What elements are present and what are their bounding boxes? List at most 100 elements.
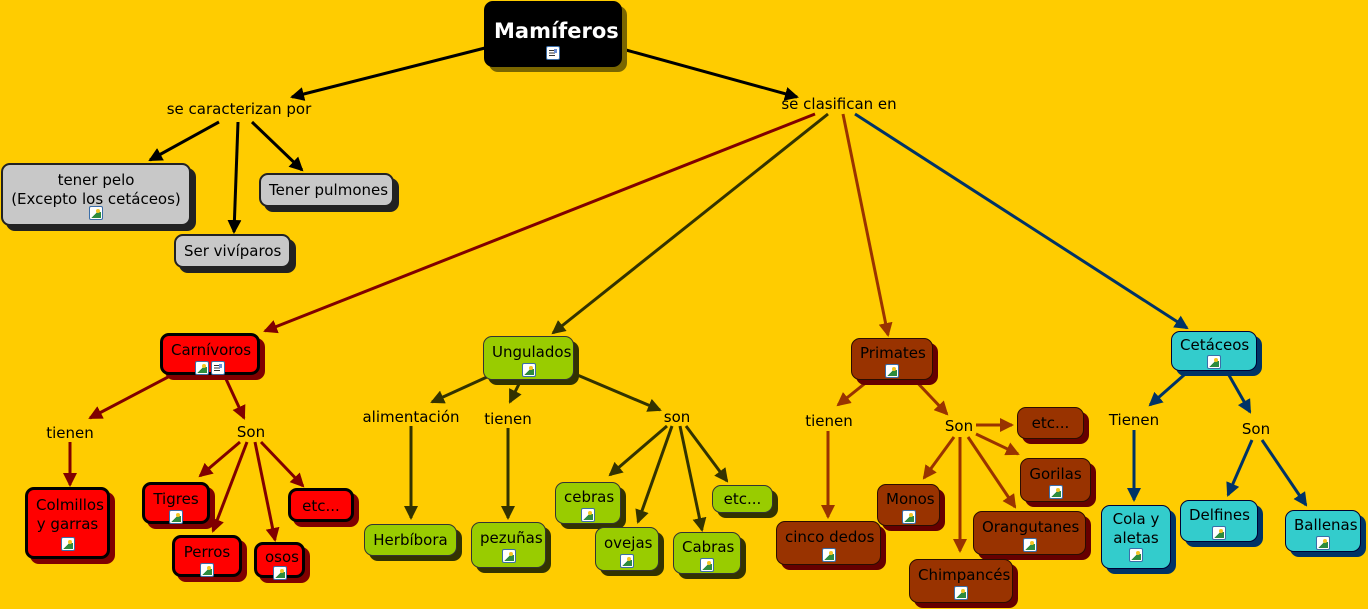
image-icon[interactable] xyxy=(169,510,183,524)
node-cola-aletas[interactable]: Cola y aletas xyxy=(1101,505,1171,569)
connection-line xyxy=(259,440,305,488)
image-icon[interactable] xyxy=(521,363,536,377)
document-icon[interactable] xyxy=(546,46,560,60)
connection-line xyxy=(1226,439,1254,497)
node-text: aletas xyxy=(1113,529,1159,547)
node-herbibora[interactable]: Herbíbora xyxy=(364,524,457,556)
image-icon[interactable] xyxy=(1129,548,1143,562)
node-orangutanes[interactable]: Orangutanes xyxy=(973,511,1086,555)
image-icon[interactable] xyxy=(581,508,595,522)
connection-line xyxy=(253,441,280,542)
connection-line xyxy=(430,375,488,404)
connection-line xyxy=(635,425,674,524)
link-to-hair xyxy=(148,120,220,162)
node-monos[interactable]: Monos xyxy=(877,484,940,526)
connection-line xyxy=(975,432,1020,456)
node-text: Tigres xyxy=(153,490,199,508)
image-icon[interactable] xyxy=(89,206,103,220)
node-text: (Excepto los cetáceos) xyxy=(11,190,181,208)
image-icon[interactable] xyxy=(1212,526,1226,540)
node-ungulados-etc[interactable]: etc... xyxy=(712,485,773,513)
image-icon[interactable] xyxy=(272,566,287,580)
image-icon[interactable] xyxy=(821,548,836,562)
image-icon[interactable] xyxy=(954,586,968,600)
node-carnivoros[interactable]: Carnívoros xyxy=(160,333,260,375)
connection-line xyxy=(966,436,1017,509)
image-icon[interactable] xyxy=(1048,485,1063,499)
connection-line xyxy=(508,381,522,404)
node-text: Ser vivíparos xyxy=(184,242,282,260)
link-to-primates xyxy=(841,113,893,337)
image-icon[interactable] xyxy=(1316,536,1330,550)
connection-line xyxy=(922,436,956,480)
node-text: Colmillos xyxy=(36,496,104,514)
node-cebras[interactable]: cebras xyxy=(555,482,621,524)
node-carnivoros-etc[interactable]: etc... xyxy=(288,488,354,522)
link-phrase-cetaceos-son[interactable]: Son xyxy=(1241,420,1271,438)
link-to-cetaceos xyxy=(854,112,1189,330)
link-phrase-carnivoros-tienen[interactable]: tienen xyxy=(46,424,94,442)
link-phrase-carnivoros-son[interactable]: Son xyxy=(236,423,266,441)
image-icon[interactable] xyxy=(620,554,634,568)
node-text: etc... xyxy=(1031,414,1070,432)
node-osos[interactable]: osos xyxy=(254,542,305,580)
link-phrase-ungulados-son[interactable]: son xyxy=(663,408,691,426)
image-icon[interactable] xyxy=(501,549,516,563)
node-ungulados[interactable]: Ungulados xyxy=(483,336,574,380)
image-icon[interactable] xyxy=(200,563,214,577)
link-phrase-cetaceos-tienen[interactable]: Tienen xyxy=(1108,411,1160,429)
node-text: pezuñas xyxy=(480,529,543,547)
image-icon[interactable] xyxy=(885,364,899,378)
node-ovejas[interactable]: ovejas xyxy=(595,527,659,571)
node-pezunas[interactable]: pezuñas xyxy=(471,522,546,568)
node-text: Ungulados xyxy=(492,343,572,361)
image-icon[interactable] xyxy=(1207,355,1221,369)
node-text: Cabras xyxy=(682,538,735,556)
node-cabras[interactable]: Cabras xyxy=(673,532,741,574)
connection-line xyxy=(1148,366,1193,407)
node-delfines[interactable]: Delfines xyxy=(1180,500,1258,542)
node-text: cinco dedos xyxy=(785,528,875,546)
node-ballenas[interactable]: Ballenas xyxy=(1285,510,1361,552)
connection-line xyxy=(210,441,249,533)
connection-line xyxy=(684,425,729,483)
link-phrase-alimentacion[interactable]: alimentación xyxy=(362,408,460,426)
image-icon[interactable] xyxy=(901,510,916,524)
link-phrase-classified[interactable]: se clasifican en xyxy=(781,95,897,113)
node-colmillos-garras[interactable]: Colmillos y garras xyxy=(25,487,110,559)
root-label: Mamíferos xyxy=(494,19,619,43)
image-icon[interactable] xyxy=(195,361,209,375)
node-tigres[interactable]: Tigres xyxy=(142,482,210,524)
node-text: osos xyxy=(265,548,299,566)
node-text: ovejas xyxy=(604,534,653,552)
node-ser-viviparos[interactable]: Ser vivíparos xyxy=(174,234,291,268)
node-chimpances[interactable]: Chimpancés xyxy=(909,559,1013,603)
connection-line xyxy=(224,378,246,420)
node-text: Perros xyxy=(183,543,231,561)
root-node-mamiferos[interactable]: Mamíferos xyxy=(484,1,622,67)
connection-line xyxy=(88,374,171,420)
connection-line xyxy=(1260,439,1308,507)
document-icon[interactable] xyxy=(211,361,225,375)
node-cetaceos[interactable]: Cetáceos xyxy=(1171,331,1257,371)
link-phrase-ungulados-tienen[interactable]: tienen xyxy=(484,410,532,428)
node-primates-etc[interactable]: etc... xyxy=(1017,407,1084,439)
connection-line xyxy=(1224,369,1252,414)
node-gorilas[interactable]: Gorilas xyxy=(1020,458,1091,502)
link-phrase-primates-son[interactable]: Son xyxy=(944,417,974,435)
link-phrase-characterized[interactable]: se caracterizan por xyxy=(166,100,312,118)
node-tener-pulmones[interactable]: Tener pulmones xyxy=(259,173,394,207)
link-root-classified xyxy=(625,48,799,101)
node-text: Tener pulmones xyxy=(269,181,389,199)
connection-line xyxy=(574,372,662,412)
node-perros[interactable]: Perros xyxy=(172,535,242,577)
node-primates[interactable]: Primates xyxy=(851,338,933,380)
image-icon[interactable] xyxy=(700,558,714,572)
image-icon[interactable] xyxy=(1022,538,1037,552)
node-cinco-dedos[interactable]: cinco dedos xyxy=(776,521,881,565)
image-icon[interactable] xyxy=(60,537,75,551)
link-phrase-primates-tienen[interactable]: tienen xyxy=(805,412,853,430)
node-tener-pelo[interactable]: tener pelo (Excepto los cetáceos) xyxy=(1,163,191,226)
node-text: y garras xyxy=(36,515,99,533)
